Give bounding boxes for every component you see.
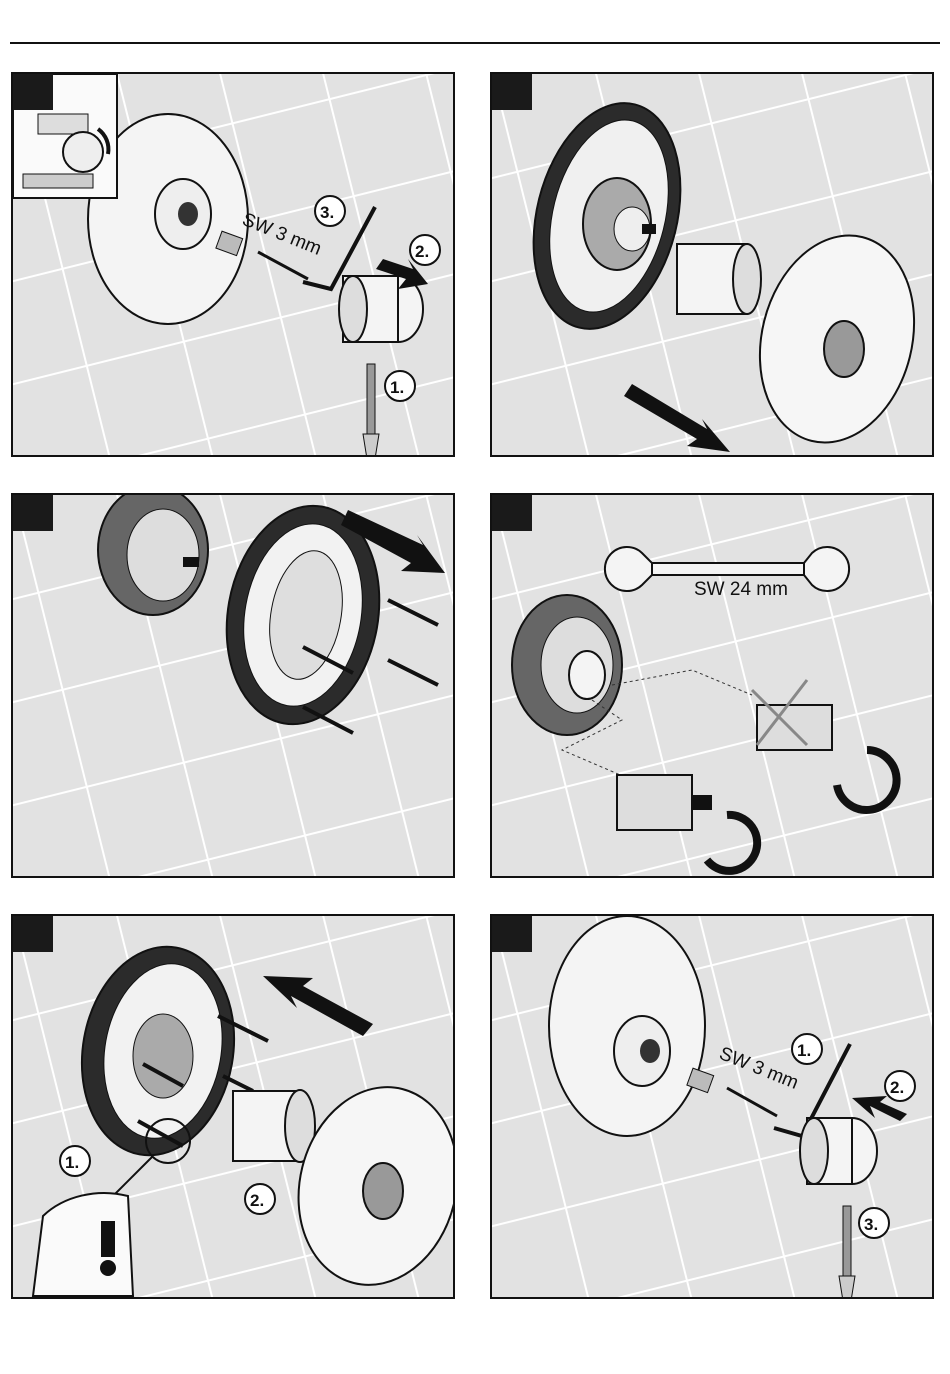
svg-text:2.: 2. <box>250 1191 264 1210</box>
svg-text:2.: 2. <box>890 1078 904 1097</box>
step-1-badge: 1. <box>60 1146 90 1176</box>
handle <box>800 1118 877 1184</box>
step-panel-1: SW 3 mm 3. 2. 1. <box>11 72 455 457</box>
step-panel-5: 1. 2. <box>11 914 455 1299</box>
svg-text:2.: 2. <box>415 242 429 261</box>
sleeve <box>155 179 211 249</box>
sleeve <box>677 244 761 314</box>
step-2-badge: 2. <box>885 1071 915 1101</box>
svg-text:1.: 1. <box>390 378 404 397</box>
wrench-size-label: SW 24 mm <box>694 579 788 600</box>
svg-text:3.: 3. <box>864 1215 878 1234</box>
step-number-box <box>492 495 532 531</box>
step-number-box <box>492 916 532 952</box>
sleeve <box>614 1016 670 1086</box>
step-panel-4: SW 24 mm <box>490 493 934 878</box>
svg-text:1.: 1. <box>65 1153 79 1172</box>
step-3-badge: 3. <box>315 196 345 226</box>
valve-body <box>512 595 622 735</box>
step-number-box <box>13 495 53 531</box>
svg-text:1.: 1. <box>797 1041 811 1060</box>
step-panel-2 <box>490 72 934 457</box>
step-3-badge: 3. <box>859 1208 889 1238</box>
step-2-badge: 2. <box>410 235 440 265</box>
step-number-box <box>492 74 532 110</box>
step-1-badge: 1. <box>792 1034 822 1064</box>
step-panel-6: SW 3 mm 1. 2. 3. <box>490 914 934 1299</box>
top-rule <box>10 42 940 44</box>
step-number-box <box>13 916 53 952</box>
step-2-badge: 2. <box>245 1184 275 1214</box>
valve-body <box>98 495 208 615</box>
step-panel-3 <box>11 493 455 878</box>
step-number-box <box>13 74 53 110</box>
step-1-badge: 1. <box>385 371 415 401</box>
sleeve <box>233 1090 315 1162</box>
svg-text:3.: 3. <box>320 203 334 222</box>
